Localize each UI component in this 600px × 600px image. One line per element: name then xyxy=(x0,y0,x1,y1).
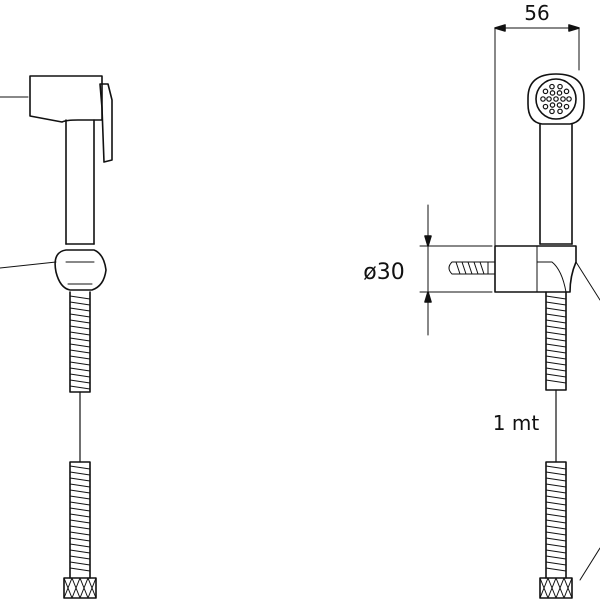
front-view: 56 ø30 1 mt xyxy=(363,1,600,599)
nozzle-hole xyxy=(556,102,563,108)
front-hose-nut xyxy=(539,577,573,599)
dim-56-arrow-right xyxy=(568,24,580,32)
nozzle-hole xyxy=(540,96,546,102)
nozzle-hole xyxy=(549,108,555,115)
holder-joint xyxy=(54,249,107,291)
handle-body xyxy=(65,119,95,245)
dim-width-label: 56 xyxy=(524,1,549,25)
nozzle-hole xyxy=(557,108,563,115)
hose-bottom-ribs xyxy=(69,465,91,572)
leader-line-mid xyxy=(0,261,57,269)
wall-holder xyxy=(494,245,577,293)
hose-length-label: 1 mt xyxy=(493,411,540,435)
trigger-lever xyxy=(99,83,113,163)
leader-line-bottom xyxy=(579,547,600,581)
nozzle-hole xyxy=(553,96,559,102)
leader-line-right xyxy=(575,261,600,301)
dim-56-arrow-left xyxy=(494,24,506,32)
nozzle-holes xyxy=(540,83,572,115)
nozzle-hole xyxy=(542,88,549,95)
nozzle-hole xyxy=(549,83,555,90)
dim-30-arrow-bottom xyxy=(424,291,432,303)
nozzle-hole xyxy=(563,88,570,95)
nozzle-hole xyxy=(560,96,566,102)
nozzle-hole xyxy=(549,90,556,96)
nozzle-hole xyxy=(546,96,552,102)
nut-knurl xyxy=(63,577,97,599)
screw-thread xyxy=(455,261,485,275)
side-view xyxy=(0,75,113,599)
nozzle-hole xyxy=(556,90,563,96)
dim-30-arrow-top xyxy=(424,235,432,247)
dim-diameter-label: ø30 xyxy=(363,260,404,285)
front-nut-knurl xyxy=(539,577,573,599)
nozzle-hole xyxy=(549,102,556,108)
hose-nut xyxy=(63,577,97,599)
nozzle-hole xyxy=(563,103,570,110)
nozzle-face xyxy=(535,78,577,120)
nozzle-hole xyxy=(542,103,549,110)
nozzle-hole xyxy=(557,83,563,90)
front-handle xyxy=(539,123,573,245)
spray-head xyxy=(29,75,103,123)
hose-top-ribs xyxy=(69,295,91,390)
nozzle-outline xyxy=(527,73,585,125)
nozzle-hole xyxy=(566,96,572,102)
